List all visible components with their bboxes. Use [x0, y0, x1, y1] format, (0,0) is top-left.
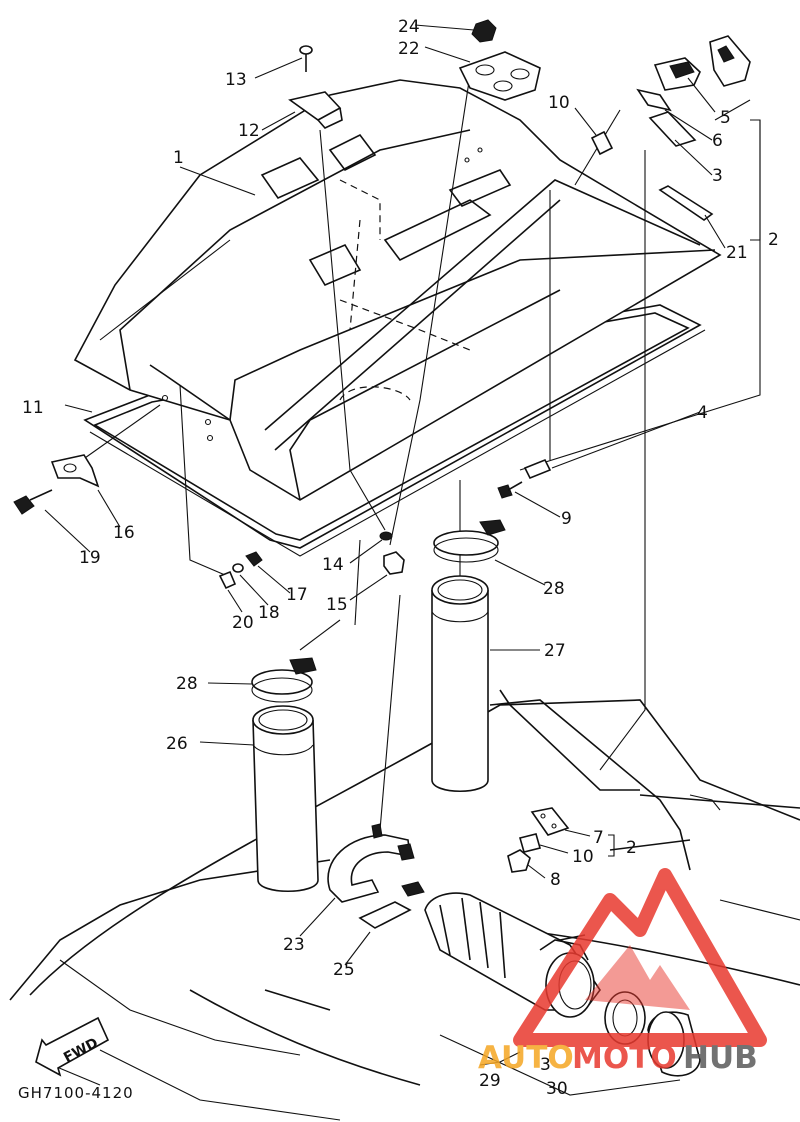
label-part-29: 29 — [479, 1071, 501, 1091]
plate-part-6 — [636, 88, 672, 112]
nut-part-24 — [471, 19, 497, 43]
label-part-30: 30 — [546, 1079, 568, 1099]
label-part-23: 23 — [283, 935, 305, 955]
part-number-labels: 24 22 13 12 1 10 5 6 3 21 2 11 4 9 16 19… — [22, 17, 779, 1099]
bolt-part-9 — [497, 481, 523, 499]
label-part-18: 18 — [258, 603, 280, 623]
screw-part-13 — [299, 45, 313, 72]
hose-clamp-upper — [433, 519, 506, 563]
label-part-17: 17 — [286, 585, 308, 605]
plate-part-7 — [530, 807, 570, 836]
hood-cover — [73, 79, 722, 501]
label-part-2-upper: 2 — [768, 230, 779, 250]
label-part-16: 16 — [113, 523, 135, 543]
label-part-11: 11 — [22, 398, 44, 418]
label-part-8: 8 — [550, 870, 561, 890]
watermark-text-hub: HUB — [683, 1040, 758, 1076]
duct-tube-26 — [252, 705, 319, 893]
watermark-triangle-icon — [513, 868, 767, 1047]
watermark-text-auto: AUTO — [478, 1040, 574, 1076]
label-part-19: 19 — [79, 548, 101, 568]
label-pointer-lines — [44, 24, 761, 1096]
label-part-14: 14 — [322, 555, 344, 575]
hardware-parts — [13, 19, 751, 873]
label-part-2-lower: 2 — [626, 838, 637, 858]
label-part-22: 22 — [398, 39, 420, 59]
damper-part-10-lower — [519, 833, 541, 853]
label-part-3-upper: 3 — [712, 166, 723, 186]
label-part-3-lower: 3 — [540, 1055, 551, 1075]
label-part-10-upper: 10 — [548, 93, 570, 113]
label-part-5: 5 — [720, 108, 731, 128]
latch-part-5 — [653, 57, 701, 91]
label-part-20: 20 — [232, 613, 254, 633]
plate-part-3 — [648, 111, 697, 147]
label-part-27: 27 — [544, 641, 566, 661]
watermark-inner-triangle-icon — [585, 945, 690, 1010]
hook-part-2 — [709, 35, 751, 87]
label-part-13: 13 — [225, 70, 247, 90]
label-part-6: 6 — [712, 131, 723, 151]
automotohub-watermark-logo: AUTO MOTO HUB — [478, 868, 767, 1076]
label-part-26: 26 — [166, 734, 188, 754]
hose-clamp-lower — [251, 657, 317, 703]
label-part-12: 12 — [238, 121, 260, 141]
cap-plate-part-22 — [458, 51, 541, 101]
label-part-10-lower: 10 — [572, 847, 594, 867]
hinge-part-16 — [50, 454, 100, 488]
label-part-9: 9 — [561, 509, 572, 529]
damper-part-10 — [590, 130, 614, 156]
label-part-28-lower: 28 — [176, 674, 198, 694]
watermark-text-moto: MOTO — [572, 1040, 677, 1076]
duct-tube-27 — [431, 575, 489, 793]
bolt-part-19 — [13, 489, 53, 515]
label-part-24: 24 — [398, 17, 420, 37]
bracket-part-23 — [327, 823, 415, 903]
label-part-25: 25 — [333, 960, 355, 980]
label-part-21: 21 — [726, 243, 748, 263]
fwd-arrow-icon: FWD — [35, 1016, 110, 1077]
bracket-part-12 — [288, 91, 343, 129]
rod-part-21 — [658, 185, 714, 221]
grommet-part-14 — [379, 531, 393, 541]
label-part-4: 4 — [697, 403, 708, 423]
label-part-15: 15 — [326, 595, 348, 615]
label-part-28-upper: 28 — [543, 579, 565, 599]
nut-washer-spacer — [218, 551, 263, 590]
label-part-7: 7 — [593, 828, 604, 848]
drawing-code: GH7100-4120 — [18, 1084, 134, 1102]
label-part-1: 1 — [173, 148, 184, 168]
pad-part-25 — [358, 881, 425, 929]
plate-part-4 — [523, 458, 552, 480]
nut-part-8 — [507, 849, 531, 873]
nut-part-15 — [383, 551, 405, 575]
assembly-leader-lines — [74, 74, 761, 831]
